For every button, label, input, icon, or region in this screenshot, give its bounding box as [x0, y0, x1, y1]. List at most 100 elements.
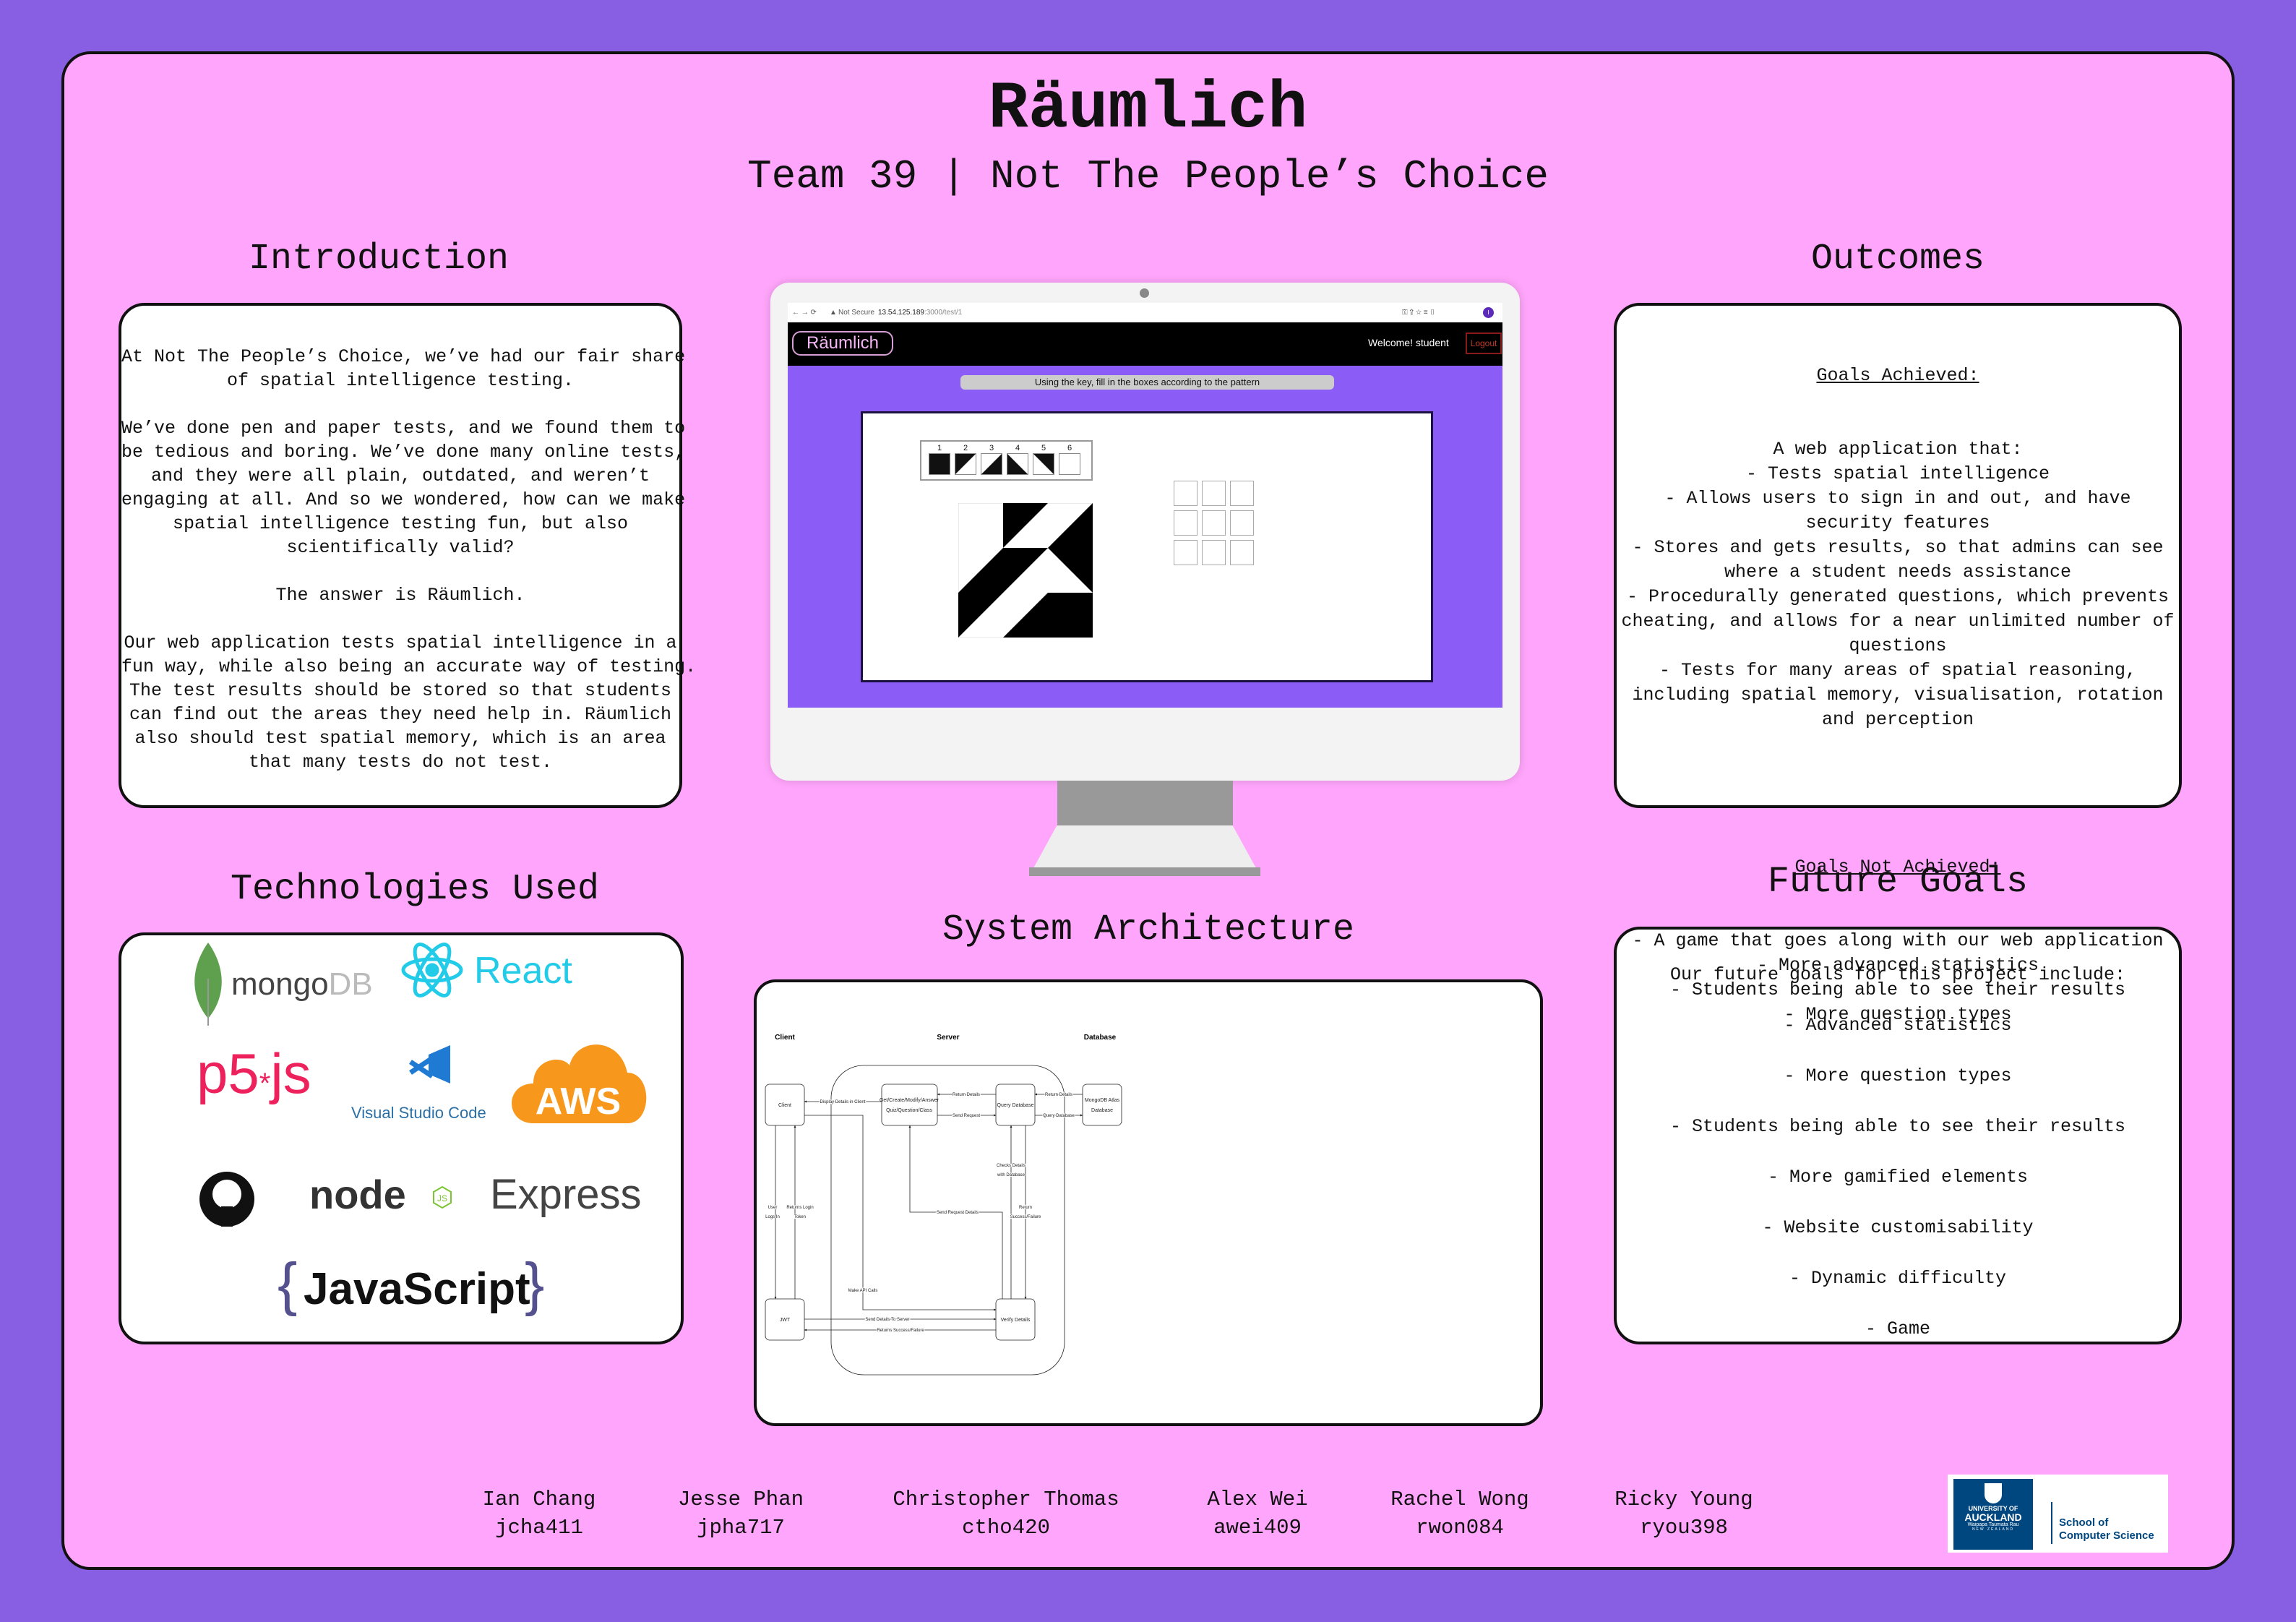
architecture-heading: System Architecture [942, 909, 1355, 951]
warning-icon: ▲ [830, 309, 837, 317]
url-bar[interactable]: 13.54.125.189:3000/test/1 [878, 309, 963, 317]
svg-text:Make API Calls: Make API Calls [848, 1289, 878, 1293]
pattern-image [958, 503, 1093, 638]
svg-text:Logs In: Logs In [765, 1215, 780, 1219]
text-line: also should test spatial memory, which i… [134, 728, 666, 749]
member-id: awei409 [1213, 1516, 1302, 1540]
logout-button[interactable]: Logout [1466, 332, 1502, 354]
poster-subtitle: Team 39 | Not The People’s Choice [747, 153, 1549, 199]
introduction-text: At Not The People’s Choice, we’ve had ou… [121, 345, 697, 774]
text-line: and perception [1821, 709, 1974, 730]
text-line: The test results should be stored so tha… [129, 680, 672, 701]
svg-text:Visual Studio Code: Visual Studio Code [351, 1104, 486, 1122]
text-line: fun way, while also being an accurate wa… [121, 656, 697, 677]
svg-text:Database: Database [1091, 1108, 1113, 1113]
key-tile: 1 [929, 443, 950, 475]
node-jwt [765, 1298, 805, 1341]
answer-cell[interactable] [1202, 540, 1226, 565]
column-database: Database [1084, 1034, 1117, 1042]
key-tile: 5 [1033, 443, 1054, 475]
svg-text:with Database: with Database [997, 1173, 1026, 1177]
svg-text:Send Details To Server: Send Details To Server [865, 1318, 909, 1322]
mongodb-logo: mongoDB [194, 943, 373, 1026]
key-tile: 3 [981, 443, 1002, 475]
university-logo: UNIVERSITY OF AUCKLAND Waipapa Taumata R… [1948, 1475, 2168, 1553]
future-goals-box: Our future goals for this project includ… [1614, 927, 2182, 1344]
team-member: Rachel Wong rwon084 [1330, 1485, 1590, 1542]
github-logo [199, 1172, 254, 1227]
answer-cell[interactable] [1174, 481, 1198, 506]
monitor-neck [1057, 781, 1233, 825]
svg-text:Client: Client [778, 1103, 791, 1108]
svg-text:Return Details: Return Details [1045, 1093, 1072, 1097]
goals-not-achieved-title: Goals Not Achieved: [1794, 857, 2001, 877]
member-name: Ian Chang [482, 1488, 596, 1511]
logo-divider [2051, 1502, 2052, 1544]
crest-icon [1985, 1483, 2002, 1503]
technologies-heading: Technologies Used [230, 869, 600, 910]
key-tile: 6 [1059, 444, 1080, 475]
text-line: - Tests for many areas of spatial reason… [1659, 660, 2137, 681]
text-line: where a student needs assistance [1724, 562, 2072, 583]
answer-cell[interactable] [1230, 481, 1254, 506]
p5js-logo: p5*js [197, 1042, 311, 1105]
architecture-box: Client Server Database Client JWT Get/Cr… [754, 979, 1543, 1426]
node-verify [995, 1298, 1036, 1341]
text-line: - Students being able to see their resul… [1669, 1116, 2126, 1137]
member-id: ryou398 [1640, 1516, 1728, 1540]
member-id: jpha717 [697, 1516, 785, 1540]
technologies-box: mongoDB React p5*js Visual Studio Code A… [119, 932, 684, 1344]
svg-text:Query Database: Query Database [997, 1103, 1034, 1108]
react-logo: React [401, 943, 572, 997]
node-query-db [995, 1084, 1036, 1126]
app-screenshot: ← → ⟳ ▲ Not Secure 13.54.125.189:3000/te… [788, 303, 1502, 708]
svg-text:Success/Failure: Success/Failure [1010, 1215, 1041, 1219]
answer-cell[interactable] [1174, 510, 1198, 536]
nodejs-logo: node JS [309, 1172, 452, 1217]
node-get-create [881, 1084, 938, 1126]
text-line: cheating, and allows for a near unlimite… [1621, 611, 2175, 632]
text-line: can find out the areas they need help in… [129, 704, 672, 725]
answer-cell[interactable] [1202, 510, 1226, 536]
profile-avatar[interactable]: I [1483, 307, 1494, 318]
answer-cell[interactable] [1202, 481, 1226, 506]
nav-arrows-icon[interactable]: ← → ⟳ [792, 309, 817, 317]
text-line: - Allows users to sign in and out, and h… [1664, 488, 2131, 509]
svg-text:React: React [474, 950, 572, 992]
answer-cell[interactable] [1174, 540, 1198, 565]
text-line: - Dynamic difficulty [1789, 1268, 2007, 1289]
svg-text:JWT: JWT [780, 1318, 791, 1323]
text-line: spatial intelligence testing fun, but al… [172, 513, 629, 534]
outcomes-text: Goals Achieved: A web application that:-… [1617, 314, 2179, 1076]
camera-dot [1140, 288, 1149, 298]
member-name: Rachel Wong [1390, 1488, 1529, 1511]
not-secure-label: Not Secure [838, 309, 875, 317]
column-client: Client [775, 1034, 795, 1042]
member-name: Ricky Young [1614, 1488, 1753, 1511]
svg-text:Return Details: Return Details [953, 1093, 980, 1097]
instruction-banner: Using the key, fill in the boxes accordi… [960, 375, 1334, 390]
browser-toolbar-icons[interactable]: ⚿ ⇪ ☆ ≡ ▯ [1402, 309, 1435, 317]
text-line: that many tests do not test. [248, 752, 553, 773]
text-line: - More gamified elements [1767, 1167, 2029, 1188]
svg-text:Send Request Details: Send Request Details [937, 1211, 979, 1215]
member-id: rwon084 [1416, 1516, 1504, 1540]
text-line: of spatial intelligence testing. [226, 370, 575, 391]
text-line: including spatial memory, visualisation,… [1632, 685, 2164, 705]
uoa-crest-block: UNIVERSITY OF AUCKLAND Waipapa Taumata R… [1953, 1479, 2033, 1550]
text-line: scientifically valid? [286, 537, 515, 558]
text-line: Our future goals for this project includ… [1669, 964, 2126, 985]
svg-text:mongoDB: mongoDB [231, 966, 373, 1002]
column-server: Server [937, 1034, 959, 1042]
answer-grid [1174, 481, 1254, 565]
svg-text:Quiz/Question/Class: Quiz/Question/Class [886, 1108, 932, 1113]
key-tile: 4 [1007, 443, 1028, 475]
text-line: and they were all plain, outdated, and w… [150, 465, 650, 486]
browser-bar: ← → ⟳ ▲ Not Secure 13.54.125.189:3000/te… [788, 303, 1502, 322]
svg-text:p5*js: p5*js [197, 1042, 311, 1105]
app-logo-button[interactable]: Räumlich [792, 331, 893, 356]
answer-cell[interactable] [1230, 540, 1254, 565]
answer-cell[interactable] [1230, 510, 1254, 536]
